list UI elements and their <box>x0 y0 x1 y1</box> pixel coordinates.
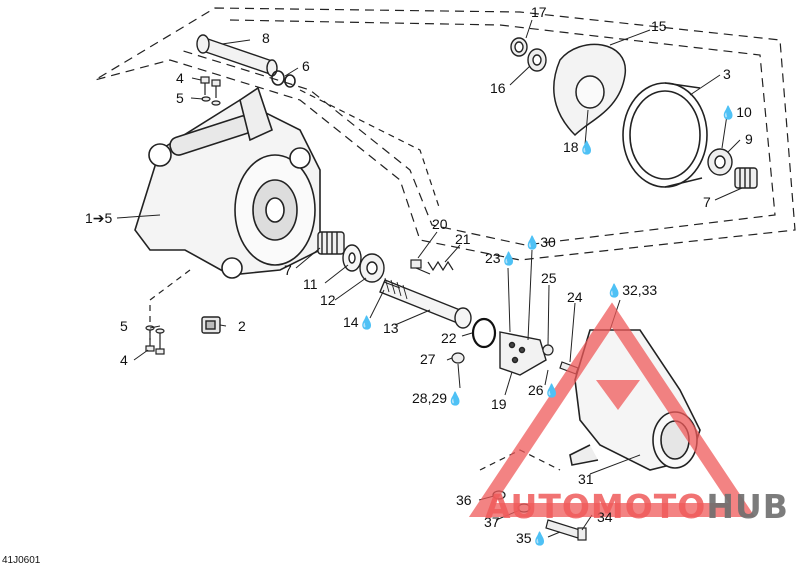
o-rings-part <box>271 70 296 88</box>
callout-23: 23💧 <box>485 250 517 266</box>
callout-14: 14💧 <box>343 314 375 330</box>
callout-20: 20 <box>432 216 448 232</box>
oil-drop-icon: 💧 <box>606 283 623 298</box>
oil-drop-icon: 💧 <box>500 251 517 266</box>
oil-drop-icon: 💧 <box>358 315 375 330</box>
watermark-inner-mark <box>596 380 640 410</box>
callout-27: 27 <box>420 351 436 367</box>
watermark-text-part2: HUB <box>706 487 789 526</box>
callout-10: 💧10 <box>720 104 752 120</box>
oil-drop-icon: 💧 <box>447 391 464 406</box>
pump-housing-part <box>134 86 321 279</box>
watermark-text-part1: AUTOMOTO <box>485 487 707 526</box>
callout-6: 6 <box>302 58 310 74</box>
square-nut-part <box>201 316 221 334</box>
watermark-logo: AUTOMOTOHUB <box>485 489 789 525</box>
diagram-code: 41J0601 <box>2 555 41 566</box>
callout-30: 💧30 <box>524 234 556 250</box>
callout-31: 31 <box>578 471 594 487</box>
screw-spring-part <box>410 259 454 275</box>
thrust-bearing-part <box>359 253 385 283</box>
oil-drop-icon: 💧 <box>524 235 541 250</box>
callout-7-right: 7 <box>703 194 711 210</box>
callout-1-5: 1➔5 <box>85 210 113 226</box>
callout-9: 9 <box>745 131 753 147</box>
oil-drop-icon: 💧 <box>543 383 560 398</box>
callout-4-bottom: 4 <box>120 352 128 368</box>
callout-8: 8 <box>262 30 270 46</box>
top-screws-part <box>200 76 221 106</box>
callout-12: 12 <box>320 292 336 308</box>
bottom-screws-part <box>145 325 165 355</box>
callout-5-bottom: 5 <box>120 318 128 334</box>
callout-17: 17 <box>531 4 547 20</box>
o-ring-22-part <box>471 317 497 349</box>
callout-32-33: 💧32,33 <box>606 282 658 298</box>
callout-16: 16 <box>490 80 506 96</box>
top-bearings-part <box>510 37 547 72</box>
watermark-triangle <box>468 302 756 517</box>
impeller-part <box>553 43 626 137</box>
callout-11: 11 <box>303 276 318 292</box>
callout-25: 25 <box>541 270 557 286</box>
dashed-lower-guide <box>149 269 191 340</box>
callout-2: 2 <box>238 318 246 334</box>
impeller-shaft-part <box>379 277 472 329</box>
bearing-left-part <box>317 231 345 255</box>
cover-part <box>499 331 547 376</box>
callout-35: 35💧 <box>516 530 548 546</box>
callout-36: 36 <box>456 492 472 508</box>
callout-26: 26💧 <box>528 382 560 398</box>
callout-3: 3 <box>723 66 731 82</box>
callout-28-29: 28,29💧 <box>412 390 464 406</box>
callout-19: 19 <box>491 396 507 412</box>
callout-24: 24 <box>567 289 583 305</box>
wear-ring-part <box>622 82 708 188</box>
dashed-assembly-outline <box>94 7 796 261</box>
callout-21: 21 <box>455 231 471 247</box>
callout-7-left: 7 <box>284 262 292 278</box>
oil-drop-icon: 💧 <box>531 531 548 546</box>
callout-13: 13 <box>383 320 399 336</box>
callout-5-top: 5 <box>176 90 184 106</box>
callout-37: 37 <box>484 514 500 530</box>
washer-part <box>342 244 362 272</box>
callout-18: 18💧 <box>563 139 595 155</box>
dashed-shaft-guide <box>299 89 441 211</box>
callout-4-top: 4 <box>176 70 184 86</box>
right-bearings-part <box>707 148 758 189</box>
callout-22: 22 <box>441 330 457 346</box>
oil-drop-icon: 💧 <box>578 140 595 155</box>
callout-34: 34 <box>597 509 613 525</box>
callout-15: 15 <box>651 18 667 34</box>
oil-drop-icon: 💧 <box>720 105 737 120</box>
